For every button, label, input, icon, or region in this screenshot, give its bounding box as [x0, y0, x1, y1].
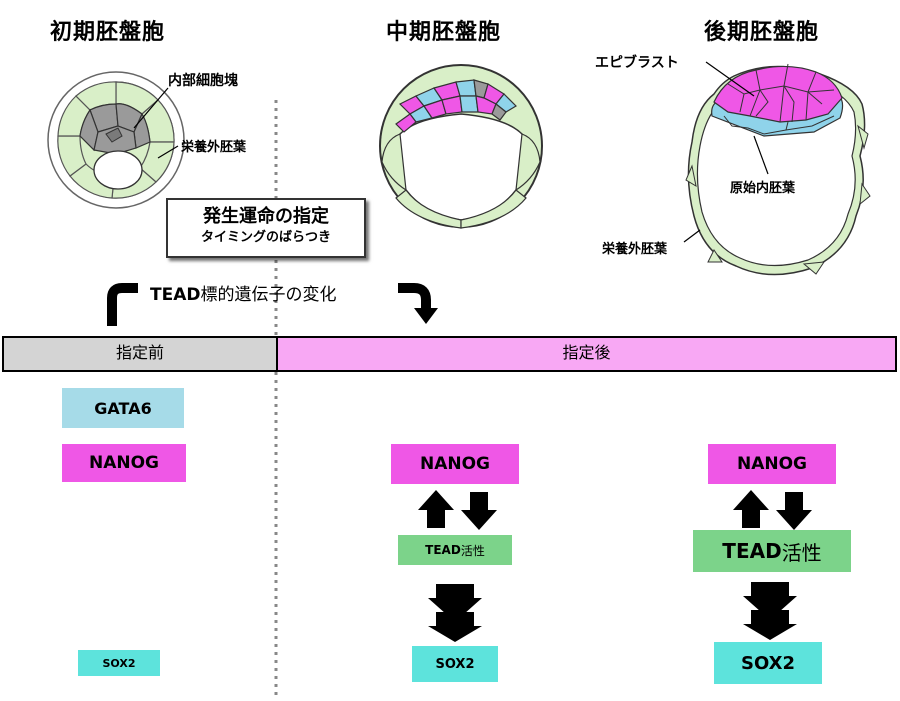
tead-rest-col3: 活性: [781, 540, 822, 565]
bar-before-label: 指定前: [115, 343, 164, 362]
tead-target-change-text: TEAD標的遺伝子の変化: [150, 280, 336, 305]
tead-rest-col2: 活性: [460, 543, 485, 558]
arrow-down-col3: [776, 492, 812, 530]
label-primitive-endoderm: 原始内胚葉: [730, 181, 796, 196]
stage-title-late: 後期胚盤胞: [704, 20, 820, 45]
early-blastocyst-illustration: [47, 71, 185, 209]
col2-arrows: [418, 490, 497, 642]
gene-box-sox2-col1: SOX2: [78, 650, 160, 676]
label-epiblast: エピブラスト: [595, 55, 679, 71]
gene-box-nanog-col1: NANOG: [62, 444, 186, 482]
arrow-down-col2-lower-1: [428, 584, 482, 622]
label-inner-cell-mass: 内部細胞塊: [168, 73, 238, 89]
fate-specification-callout: 発生運命の指定 タイミングのばらつき: [166, 198, 366, 258]
gene-box-nanog-col3: NANOG: [708, 444, 836, 484]
callout-title: 発生運命の指定: [203, 206, 329, 227]
arrow-down-col3-lower-2: [743, 610, 797, 640]
callout-subtitle: タイミングのばらつき: [200, 230, 331, 245]
arrow-down-col3-lower-1: [743, 582, 797, 620]
stage-title-mid: 中期胚盤胞: [386, 20, 502, 45]
mid-blastocyst-illustration: [379, 64, 543, 229]
gene-box-gata6: GATA6: [62, 388, 184, 428]
bar-after-specification: 指定後: [276, 336, 897, 372]
arrow-down-col2-lower-2: [428, 612, 482, 642]
arrow-down-col2: [461, 492, 497, 530]
tead-bold-col2: TEAD: [425, 543, 461, 557]
gene-box-sox2-col3: SOX2: [714, 642, 822, 684]
col3-arrows: [733, 490, 812, 640]
label-trophectoderm-late: 栄養外胚葉: [602, 242, 668, 257]
arrow-up-col3: [733, 490, 769, 528]
stage-title-early: 初期胚盤胞: [50, 20, 166, 45]
label-trophectoderm-early: 栄養外胚葉: [181, 140, 247, 155]
arrow-up-col2: [418, 490, 454, 528]
tead-change-rest: 標的遺伝子の変化: [200, 285, 337, 305]
bar-after-label: 指定後: [562, 343, 611, 362]
tead-change-bold: TEAD: [150, 285, 201, 305]
gene-box-sox2-col2: SOX2: [412, 646, 498, 682]
late-blastocyst-illustration: [683, 61, 871, 276]
tead-bold-col3: TEAD: [722, 539, 782, 563]
gene-box-nanog-col2: NANOG: [391, 444, 519, 484]
